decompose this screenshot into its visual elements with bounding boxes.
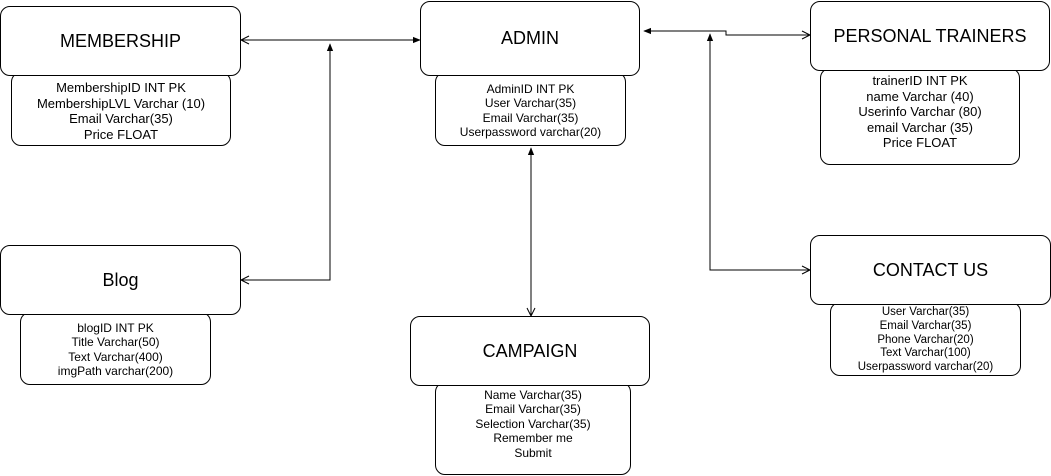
link-blog-admin: [241, 43, 334, 281]
campaign-attributes: Name Varchar(35) Email Varchar(35) Selec…: [435, 382, 631, 475]
admin-title: ADMIN: [501, 28, 559, 48]
campaign-attr-2: Selection Varchar(35): [475, 416, 591, 431]
admin-attr-2: Email Varchar(35): [482, 110, 579, 125]
trainers-attr-2: Userinfo Varchar (80): [858, 104, 982, 120]
campaign-attr-0: Name Varchar(35): [484, 388, 582, 402]
admin-attributes: AdminID INT PK User Varchar(35) Email Va…: [435, 72, 626, 146]
blog-attributes: blogID INT PK Title Varchar(50) Text Var…: [20, 312, 211, 385]
membership-attr-1: MembershipLVL Varchar (10): [36, 95, 206, 111]
personal-trainers-attributes: trainerID INT PK name Varchar (40) Useri…: [820, 68, 1020, 165]
contact-us-title: CONTACT US: [872, 259, 989, 280]
blog-attr-3: imgPath varchar(200): [57, 364, 174, 379]
campaign-attr-4: Submit: [514, 445, 552, 460]
contact-attr-3: Text Varchar(100): [880, 347, 971, 360]
admin-attr-3: Userpassword varchar(20): [459, 125, 602, 140]
membership-attributes: MembershipID INT PK MembershipLVL Varcha…: [11, 72, 231, 146]
contact-us-entity[interactable]: CONTACT US: [810, 235, 1051, 305]
membership-attr-0: MembershipID INT PK: [56, 80, 186, 95]
membership-attr-2: Email Varchar(35): [69, 111, 173, 127]
blog-attr-1: Title Varchar(50): [71, 335, 160, 350]
campaign-entity[interactable]: CAMPAIGN: [410, 316, 650, 386]
campaign-attr-3: Remember me: [493, 431, 573, 446]
personal-trainers-title: PERSONAL TRAINERS: [833, 25, 1027, 46]
trainers-attr-1: name Varchar (40): [866, 88, 974, 104]
membership-attr-3: Price FLOAT: [83, 126, 159, 142]
campaign-title: CAMPAIGN: [482, 340, 578, 361]
contact-attr-4: Userpassword varchar(20): [857, 361, 994, 374]
membership-entity[interactable]: MEMBERSHIP: [0, 6, 241, 76]
contact-attr-0: User Varchar(35): [881, 306, 970, 318]
personal-trainers-entity[interactable]: PERSONAL TRAINERS: [810, 1, 1050, 71]
link-trainers-admin: [643, 27, 810, 36]
link-contact-admin: [706, 33, 810, 271]
contact-attr-1: Email Varchar(35): [879, 319, 972, 332]
membership-title: MEMBERSHIP: [59, 30, 182, 51]
admin-attr-1: User Varchar(35): [484, 96, 577, 111]
contact-attr-2: Phone Varchar(20): [877, 333, 974, 346]
admin-entity[interactable]: ADMIN: [420, 1, 640, 76]
admin-attr-0: AdminID INT PK: [486, 82, 575, 96]
blog-title: Blog: [102, 269, 139, 290]
contact-us-attributes: User Varchar(35) Email Varchar(35) Phone…: [830, 302, 1021, 376]
blog-entity[interactable]: Blog: [0, 245, 241, 315]
blog-attr-2: Text Varchar(400): [68, 349, 163, 364]
trainers-attr-0: trainerID INT PK: [872, 73, 968, 88]
trainers-attr-4: Price FLOAT: [882, 135, 958, 151]
crowfoot-membership: [239, 35, 250, 45]
trainers-attr-3: email Varchar (35): [867, 119, 973, 135]
campaign-attr-1: Email Varchar(35): [485, 402, 581, 417]
crowfoot-blog: [239, 275, 250, 285]
blog-attr-0: blogID INT PK: [77, 321, 154, 335]
